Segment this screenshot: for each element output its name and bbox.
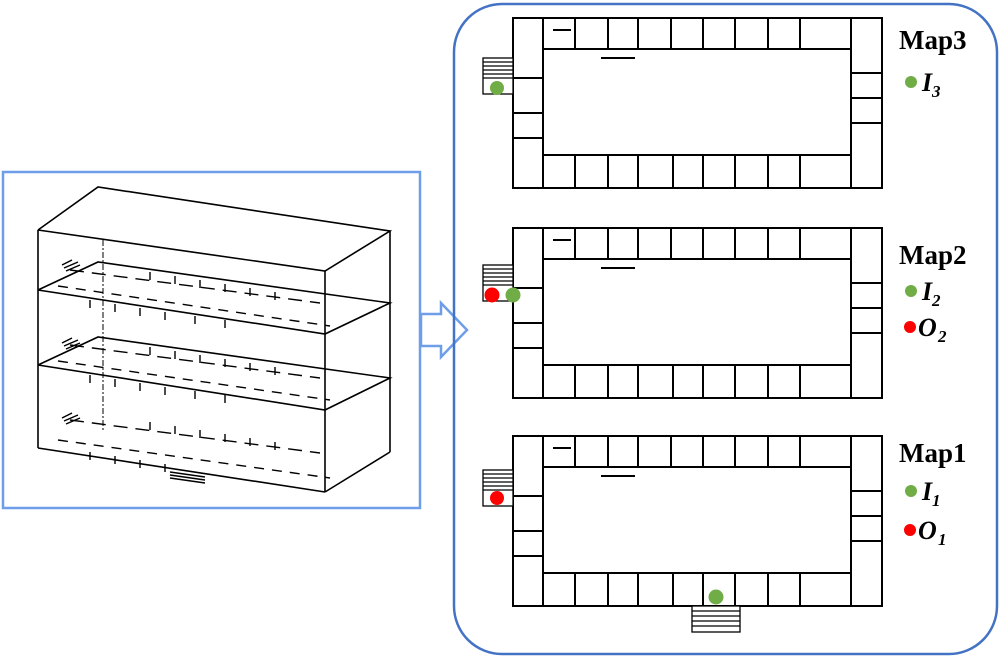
legend-inlet-symbol: I xyxy=(921,68,933,97)
legend-inlet-subscript: 1 xyxy=(932,491,941,510)
legend-outlet-dot xyxy=(904,524,916,536)
floor-slabs xyxy=(37,261,393,411)
legend-outlet-dot xyxy=(904,321,916,333)
floor-walls-3d xyxy=(57,259,331,484)
legend-inlet-subscript: 2 xyxy=(931,291,941,310)
slab-middle xyxy=(37,336,393,411)
inlet-marker-i1 xyxy=(708,589,724,605)
legend-outlet-symbol: O xyxy=(918,516,937,545)
floor-map-2: Map2 I 2 O 2 xyxy=(482,227,967,399)
legend-inlet-symbol: I xyxy=(921,477,933,506)
floor-maps-panel xyxy=(452,2,999,656)
legend-outlet-symbol: O xyxy=(918,313,937,342)
floor-map-3: Map3 I 3 xyxy=(482,17,967,189)
legend-outlet-subscript: 1 xyxy=(938,530,947,549)
map2-title: Map2 xyxy=(899,240,967,270)
outlet-marker-o2 xyxy=(484,287,500,303)
building-panel-frame xyxy=(1,170,422,510)
outlet-marker-o1 xyxy=(490,491,504,505)
legend-inlet-dot xyxy=(905,76,917,88)
staircase-icon xyxy=(691,605,741,633)
slab-upper xyxy=(37,261,393,335)
inlet-marker-i2 xyxy=(505,287,521,303)
legend-outlet-subscript: 2 xyxy=(937,327,947,346)
legend-inlet-dot xyxy=(905,485,917,497)
legend-inlet-symbol: I xyxy=(921,277,933,306)
legend-inlet-dot xyxy=(905,285,917,297)
map1-title: Map1 xyxy=(899,438,967,468)
map3-title: Map3 xyxy=(899,25,967,55)
building-outline xyxy=(37,186,393,493)
right-arrow-icon xyxy=(419,299,469,361)
inlet-marker-i3 xyxy=(490,81,504,95)
legend-inlet-subscript: 3 xyxy=(931,82,941,101)
floor-map-1: Map1 I 1 O 1 xyxy=(482,435,967,633)
building-3d-panel xyxy=(1,170,422,510)
